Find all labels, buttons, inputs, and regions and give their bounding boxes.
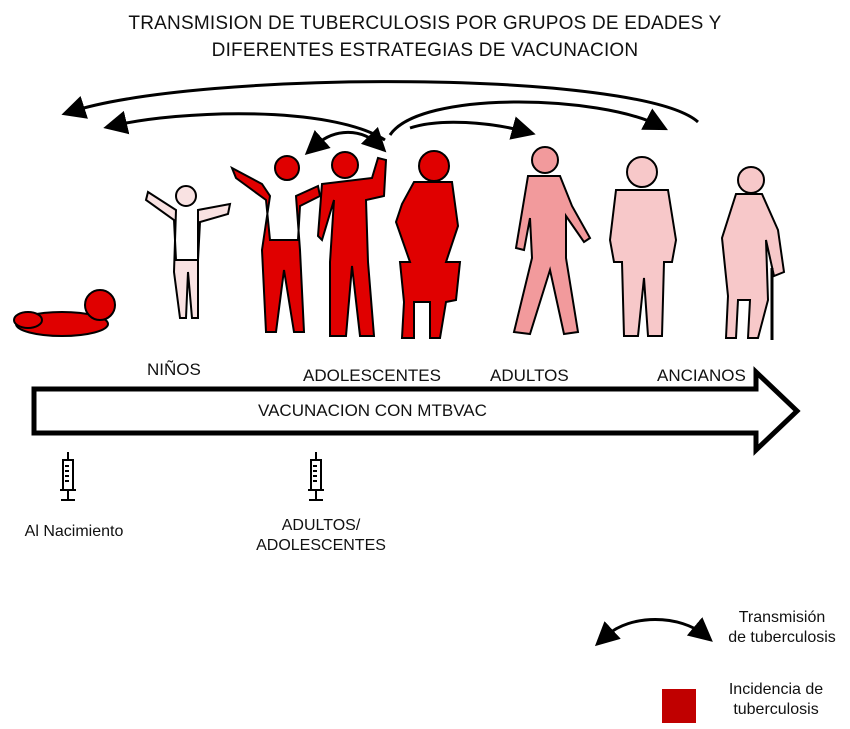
- transmission-arc-adolescents: [304, 126, 387, 155]
- adult-silhouette: [512, 146, 592, 336]
- elder-man-silhouette: [608, 156, 678, 337]
- legend-transmission-arrow-icon: [594, 617, 713, 647]
- vaccination-birth-label: Al Nacimiento: [24, 523, 124, 540]
- legend-incidence-swatch: [662, 689, 696, 723]
- adolescent-girl-silhouette: [230, 155, 322, 333]
- baby-silhouette: [13, 289, 116, 337]
- title-line-2: DIFERENTES ESTRATEGIAS DE VACUNACION: [211, 40, 639, 61]
- adolescent-boy-silhouette: [316, 151, 388, 337]
- legend-transmission-line-1: Transmisión: [738, 609, 826, 626]
- adolescent-woman-silhouette: [394, 150, 462, 339]
- child-silhouette: [144, 185, 232, 319]
- legend-incidence-line-1: Incidencia de: [728, 681, 824, 698]
- mtbvac-big-arrow: [31, 366, 801, 456]
- vaccination-adults-label: ADULTOS/ ADOLESCENTES: [246, 516, 396, 556]
- legend-transmission-line-2: de tuberculosis: [728, 629, 836, 646]
- age-label-adultos: ADULTOS: [490, 366, 569, 385]
- vaccination-adults-line-1: ADULTOS/: [281, 517, 361, 534]
- transmission-arc-left: [103, 110, 386, 142]
- transmission-arc-right: [388, 100, 669, 136]
- diagram-title: TRANSMISION DE TUBERCULOSIS POR GRUPOS D…: [40, 10, 810, 64]
- syringe-icon: [308, 452, 324, 501]
- legend-incidence-label: Incidencia de tuberculosis: [716, 680, 836, 720]
- transmission-arrows: [61, 80, 699, 155]
- syringe-icon: [60, 452, 76, 501]
- transmission-arc-outer: [61, 80, 699, 124]
- arrow-label: VACUNACION CON MTBVAC: [258, 401, 487, 420]
- age-label-ancianos: ANCIANOS: [657, 366, 746, 385]
- age-label-ninos: NIÑOS: [147, 360, 201, 379]
- transmission-arc-to-adults: [409, 116, 536, 140]
- title-line-1: TRANSMISION DE TUBERCULOSIS POR GRUPOS D…: [128, 13, 722, 34]
- legend-transmission-label: Transmisión de tuberculosis: [716, 608, 848, 648]
- age-label-adolescentes: ADOLESCENTES: [303, 366, 441, 385]
- elder-woman-silhouette: [720, 166, 786, 340]
- legend-incidence-line-2: tuberculosis: [733, 701, 819, 718]
- vaccination-adults-line-2: ADOLESCENTES: [256, 537, 386, 554]
